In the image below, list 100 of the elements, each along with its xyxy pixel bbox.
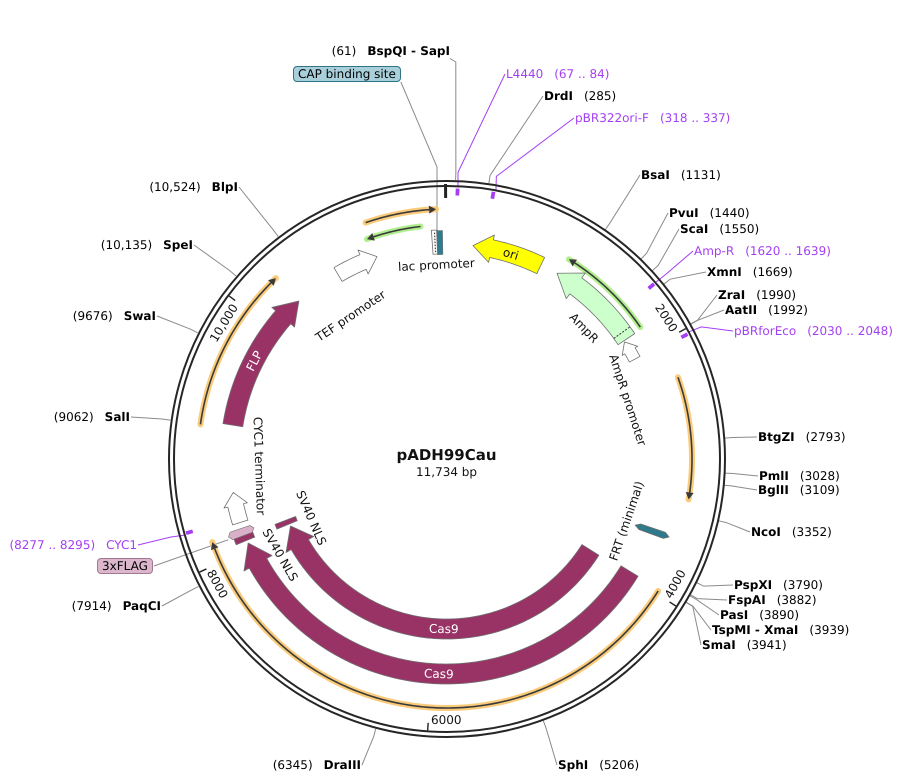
cut-site-position: (3790) (783, 578, 823, 592)
leader-line (724, 436, 758, 439)
enzyme-name: TspMI - XmaI (712, 622, 798, 636)
primer-name: pBR322ori-F (575, 110, 649, 124)
cut-site-position: (3941) (746, 638, 787, 652)
enzyme-name: SwaI (124, 308, 156, 322)
leader-line (130, 416, 171, 421)
leader-line (362, 728, 376, 766)
leader-line (488, 96, 544, 184)
leader-line (690, 594, 728, 600)
leader-line (652, 228, 680, 272)
cut-site-position: (9062) (54, 410, 94, 424)
feature-mark (228, 524, 255, 540)
enzyme-name: BspQI - SapI (367, 44, 450, 58)
leader-line (400, 82, 438, 230)
leader-line (696, 582, 734, 587)
feature-mark (436, 230, 444, 255)
leader-line (542, 720, 558, 766)
plasmid-name: pADH99Cau (396, 446, 497, 464)
leader-line (690, 310, 724, 325)
leader-line (654, 250, 694, 283)
enzyme-name: PvuI (669, 206, 699, 220)
feature-label: FLP (242, 348, 265, 374)
leader-line (718, 520, 750, 532)
enzyme-name: SalI (104, 410, 130, 424)
primer-name: L4440 (506, 66, 544, 80)
enzyme-name: BsaI (641, 168, 670, 182)
leader-line (156, 316, 198, 334)
primer-mark (646, 282, 656, 291)
enzyme-name: ScaI (680, 222, 708, 236)
primer-name: pBRforEco (734, 324, 796, 338)
enzyme-name: PmlI (759, 468, 789, 482)
primer-range: (2030 .. 2048) (807, 324, 893, 338)
leader-line (685, 602, 702, 646)
cut-site-position: (1440) (710, 206, 750, 220)
feature-tag: 3xFLAG (97, 558, 153, 574)
feature-label: CYC1 terminator (250, 416, 268, 515)
leader-line (724, 472, 758, 476)
primer-mark (184, 528, 194, 536)
cut-site-position: (5206) (599, 758, 640, 772)
primer-name: Amp-R (694, 244, 734, 258)
leader-line (663, 272, 706, 285)
enzyme-name: DrdI (544, 88, 573, 102)
tick-label: 8000 (204, 567, 231, 601)
feature-label: Cas9 (428, 622, 458, 636)
cut-site-position: (3352) (792, 524, 832, 538)
feature-label: SV40 NLS (292, 488, 329, 548)
cut-site-position: (9676) (72, 308, 113, 322)
tick-label: 4000 (662, 567, 689, 601)
cut-site-position: (3028) (800, 468, 840, 482)
enzyme-name: BtgZI (758, 430, 795, 444)
leader-line (640, 212, 668, 260)
leader-line (138, 534, 186, 546)
primer-mark (454, 188, 460, 196)
cut-site-position: (61) (332, 44, 356, 58)
enzyme-name: ZraI (718, 288, 746, 302)
enzyme-name: SpeI (163, 238, 193, 252)
cut-site-position: (1669) (752, 264, 793, 278)
cut-site-position: (1131) (680, 168, 721, 182)
cut-site-position: (10,135) (100, 238, 152, 252)
cut-site-position: (1550) (719, 222, 760, 236)
cut-site-position: (285) (584, 88, 616, 102)
cut-site-position: (3890) (759, 608, 800, 622)
cut-site-position: (3882) (776, 592, 817, 606)
feature-label: lac promoter (398, 256, 475, 274)
cut-site-position: (1992) (768, 302, 808, 316)
leader-line (690, 294, 718, 324)
primer-range: (67 .. 84) (554, 66, 610, 80)
feature-tag: CAP binding site (293, 66, 401, 82)
leader-line (238, 186, 279, 237)
leader-line (153, 539, 229, 566)
cut-site-position: (10,524) (149, 180, 201, 194)
tick-label: 6000 (430, 713, 462, 727)
enzyme-name: PaqCI (122, 598, 161, 612)
enzyme-name: NcoI (751, 524, 781, 538)
primer-range: (8277 .. 8295) (9, 538, 96, 552)
leader-line (194, 244, 236, 276)
leader-line (162, 586, 199, 606)
cut-site-position: (2793) (806, 430, 846, 444)
enzyme-name: DraIII (324, 758, 361, 772)
cut-site-position: (3109) (800, 482, 840, 496)
cut-site-position: (7914) (72, 598, 112, 612)
enzyme-name: FspAI (728, 592, 766, 606)
primer-range: (318 .. 337) (660, 110, 730, 124)
primer-mark (490, 191, 496, 200)
enzyme-name: SphI (558, 758, 588, 772)
feature-label: Cas9 (424, 666, 454, 682)
leader-line (689, 595, 720, 616)
enzyme-name: SmaI (702, 638, 736, 652)
leader-line (724, 484, 758, 490)
enzyme-name: XmnI (707, 264, 742, 278)
primer-mark (680, 332, 688, 340)
cut-site-position: (6345) (272, 758, 313, 772)
primer-range: (1620 .. 1639) (745, 244, 831, 258)
enzyme-name: PasI (720, 608, 748, 622)
cut-site-position: (1990) (756, 288, 796, 302)
enzyme-name: AatII (725, 302, 758, 316)
leader-line (604, 174, 640, 230)
feature-label: ori (501, 244, 520, 263)
leader-line (686, 602, 712, 630)
